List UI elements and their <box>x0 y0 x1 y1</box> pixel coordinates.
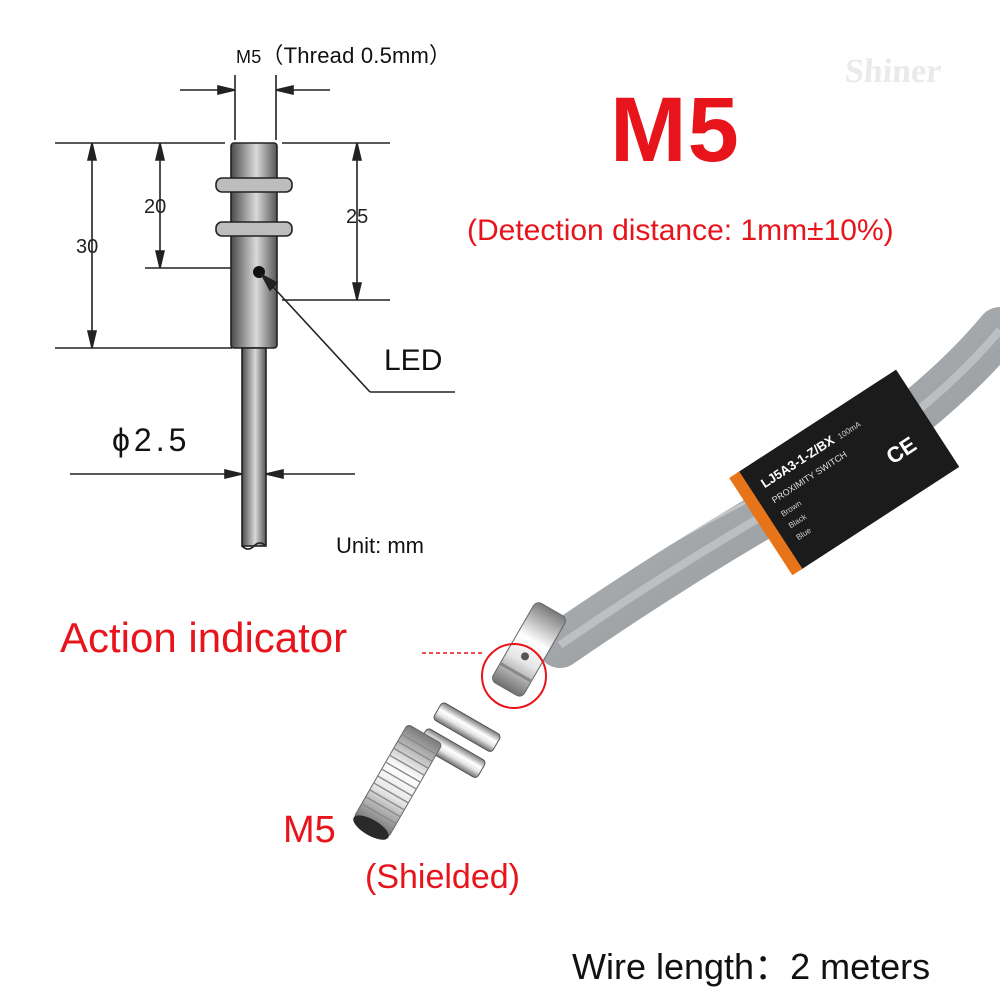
action-indicator-label: Action indicator <box>60 614 348 661</box>
dim-25: 25 <box>346 206 369 228</box>
thread-label: M5（Thread 0.5mm） <box>236 38 451 70</box>
technical-drawing <box>55 75 455 550</box>
dim-20: 20 <box>144 196 167 218</box>
thread-size: M5 <box>236 47 262 67</box>
action-indicator-circle <box>481 643 547 709</box>
model-title: M5 <box>610 79 740 181</box>
wire-length: Wire length：2 meters <box>572 946 931 987</box>
thread-pitch: （Thread 0.5mm） <box>261 43 452 68</box>
detection-distance: (Detection distance: 1mm±10%) <box>467 214 894 247</box>
photo-model-label: M5 <box>283 809 336 851</box>
shielded-label: (Shielded) <box>365 858 520 896</box>
watermark: Shiner <box>844 53 943 90</box>
diameter-label: ϕ2.5 <box>112 422 191 458</box>
dim-30: 30 <box>76 236 99 258</box>
unit-label: Unit: mm <box>336 533 424 558</box>
sensor-photo: LJ5A3-1-Z/BX PROXIMITY SWITCH Brown Blac… <box>353 307 1000 840</box>
led-label: LED <box>384 344 443 377</box>
